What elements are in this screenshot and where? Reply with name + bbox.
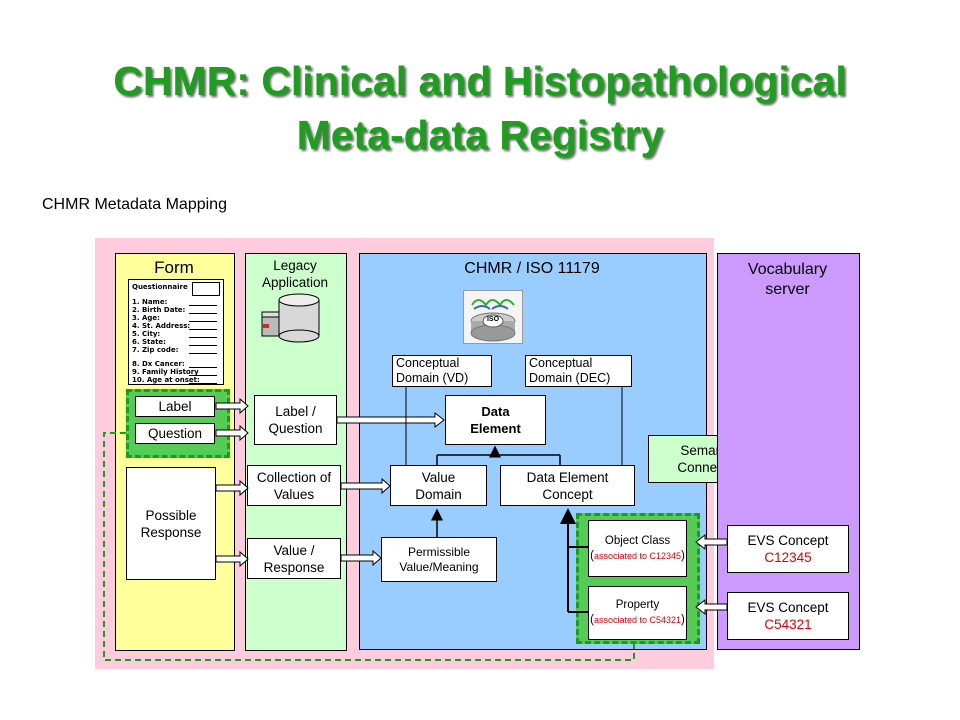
evs-concept-2-label: EVS Concept [747, 600, 829, 615]
questionnaire-line: 2. Birth Date: [132, 306, 186, 314]
questionnaire-line: 1. Name: [132, 298, 168, 306]
object-class-label: Object Class [604, 534, 671, 547]
object-class-association: (associated to C12345) [590, 549, 685, 562]
questionnaire-answer-line [189, 321, 217, 322]
arrow-response-to-collection [215, 479, 249, 497]
vocabulary-heading: Vocabulary server [747, 261, 828, 298]
questionnaire-answer-line [189, 305, 217, 306]
form-question-box: Question [135, 423, 215, 444]
questionnaire-line: 10. Age at onset: [132, 376, 200, 384]
label-question-box: Label / Question [254, 395, 337, 445]
arrow-evs2-to-property [695, 598, 728, 616]
arrow-question-to-legacy [215, 424, 249, 442]
questionnaire-answer-line [189, 313, 217, 314]
arrow-label-to-legacy [215, 397, 249, 415]
vocabulary-column [717, 253, 860, 650]
arrow-response-to-value [215, 550, 249, 568]
questionnaire-line: 7. Zip code: [132, 346, 179, 354]
collection-of-values-box: Collection of Values [247, 465, 341, 506]
questionnaire-answer-line [189, 353, 217, 354]
iso-heading: CHMR / ISO 11179 [464, 260, 600, 277]
questionnaire-answer-line [189, 329, 217, 330]
questionnaire-line: 3. Age: [132, 314, 160, 322]
block-arrows [215, 397, 728, 616]
legacy-heading: Legacy Application [261, 258, 329, 290]
value-response-box: Value / Response [247, 538, 341, 579]
arrow-evs1-to-object-class [695, 533, 728, 551]
property-association: (associated to C54321) [590, 614, 685, 626]
evs-concept-2-code: C54321 [764, 617, 812, 632]
object-class-box: Object Class (associated to C12345) [588, 520, 687, 577]
questionnaire-answer-line [189, 337, 217, 338]
possible-response-box: Possible Response [126, 467, 216, 580]
iso-logo-icon: ISO [463, 290, 523, 344]
title-line-1: CHMR: Clinical and Histopathological [113, 58, 847, 104]
arrow-legacy-to-data-element [336, 411, 445, 429]
arrow-collection-to-value-domain [340, 477, 391, 495]
evs-concept-1-label: EVS Concept [747, 533, 829, 548]
arrow-value-to-permissible [340, 549, 382, 567]
conceptual-domain-vd-box: Conceptual Domain (VD) [392, 355, 492, 387]
permissible-value-box: Permissible Value/Meaning [381, 537, 497, 582]
conceptual-domain-dec-box: Conceptual Domain (DEC) [525, 355, 632, 387]
evs-concept-1-box: EVS Concept C12345 [727, 525, 849, 573]
questionnaire-line: 4. St. Address: [132, 322, 191, 330]
questionnaire-answer-line [189, 375, 217, 376]
questionnaire-answer-line [189, 367, 217, 368]
property-box: Property (associated to C54321) [588, 586, 687, 640]
form-label-box: Label [135, 396, 215, 417]
data-element-box: Data Element [445, 395, 546, 445]
iso-badge-text: ISO [486, 316, 500, 323]
title-line-2: Meta-data Registry [296, 112, 664, 158]
value-domain-box: Value Domain [390, 465, 487, 506]
questionnaire-line: 5. City: [132, 330, 161, 338]
questionnaire-answer-line [189, 345, 217, 346]
questionnaire-line: 8. Dx Cancer: [132, 360, 185, 368]
form-heading: Form [154, 258, 194, 277]
questionnaire-line: 9. Family History [132, 368, 199, 376]
questionnaire-answer-line [189, 383, 217, 384]
questionnaire-line: 6. State: [132, 338, 166, 346]
evs-concept-2-box: EVS Concept C54321 [727, 592, 849, 640]
evs-concept-1-code: C12345 [764, 550, 812, 565]
data-element-concept-box: Data Element Concept [500, 465, 635, 506]
property-label: Property [615, 599, 660, 611]
questionnaire-logo [192, 282, 220, 296]
questionnaire-thumbnail: Questionnaire 1. Name:2. Birth Date:3. A… [128, 279, 224, 385]
questionnaire-title: Questionnaire [132, 283, 188, 291]
diagram-caption: CHMR Metadata Mapping [42, 196, 227, 213]
